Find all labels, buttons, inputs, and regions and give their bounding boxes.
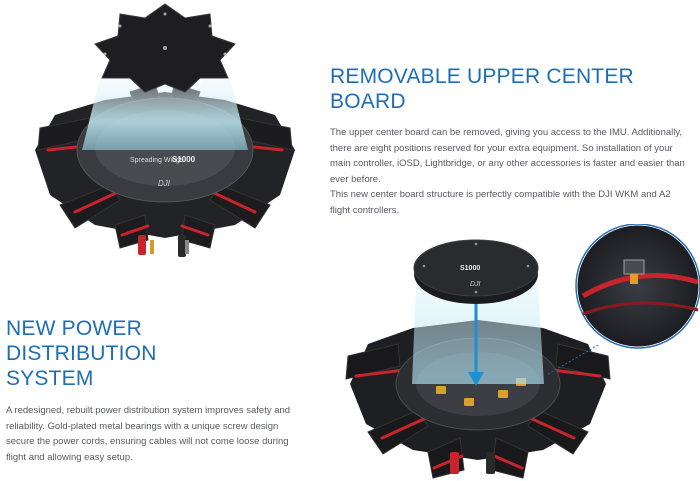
upper-board-title: REMOVABLE UPPER CENTER BOARD (330, 64, 690, 114)
removable-top-disk: S1000 DJI (413, 239, 539, 304)
board-brand-label: DJI (158, 179, 171, 188)
board-model-label: S1000 (172, 155, 196, 164)
power-distribution-title: NEW POWER DISTRIBUTION SYSTEM (6, 316, 296, 391)
upper-board-description: The upper center board can be removed, g… (330, 125, 690, 218)
power-distribution-section: NEW POWER DISTRIBUTION SYSTEM A redesign… (6, 316, 296, 465)
power-distribution-illustration: S1000 DJI (338, 224, 700, 481)
upper-board-illustration: Spreading Wings S1000 DJI (20, 0, 310, 268)
power-distribution-description: A redesigned, rebuilt power distribution… (6, 403, 296, 465)
upper-center-board (94, 3, 236, 93)
power-distribution-paragraph: A redesigned, rebuilt power distribution… (6, 405, 291, 463)
power-distribution-title-line1: NEW POWER DISTRIBUTION (6, 317, 157, 365)
disk-brand-label: DJI (470, 281, 481, 288)
board-series-label: Spreading Wings (130, 157, 184, 164)
power-distribution-title-line2: SYSTEM (6, 367, 94, 390)
upper-board-title-line1: REMOVABLE UPPER CENTER (330, 65, 634, 88)
disk-model-label: S1000 (460, 265, 480, 272)
upper-board-paragraph-2: This new center board structure is perfe… (330, 189, 671, 216)
connector-zoom-detail (574, 224, 700, 350)
upper-board-section: REMOVABLE UPPER CENTER BOARD The upper c… (330, 64, 690, 218)
upper-board-title-line2: BOARD (330, 90, 406, 113)
upper-board-paragraph-1: The upper center board can be removed, g… (330, 127, 685, 185)
